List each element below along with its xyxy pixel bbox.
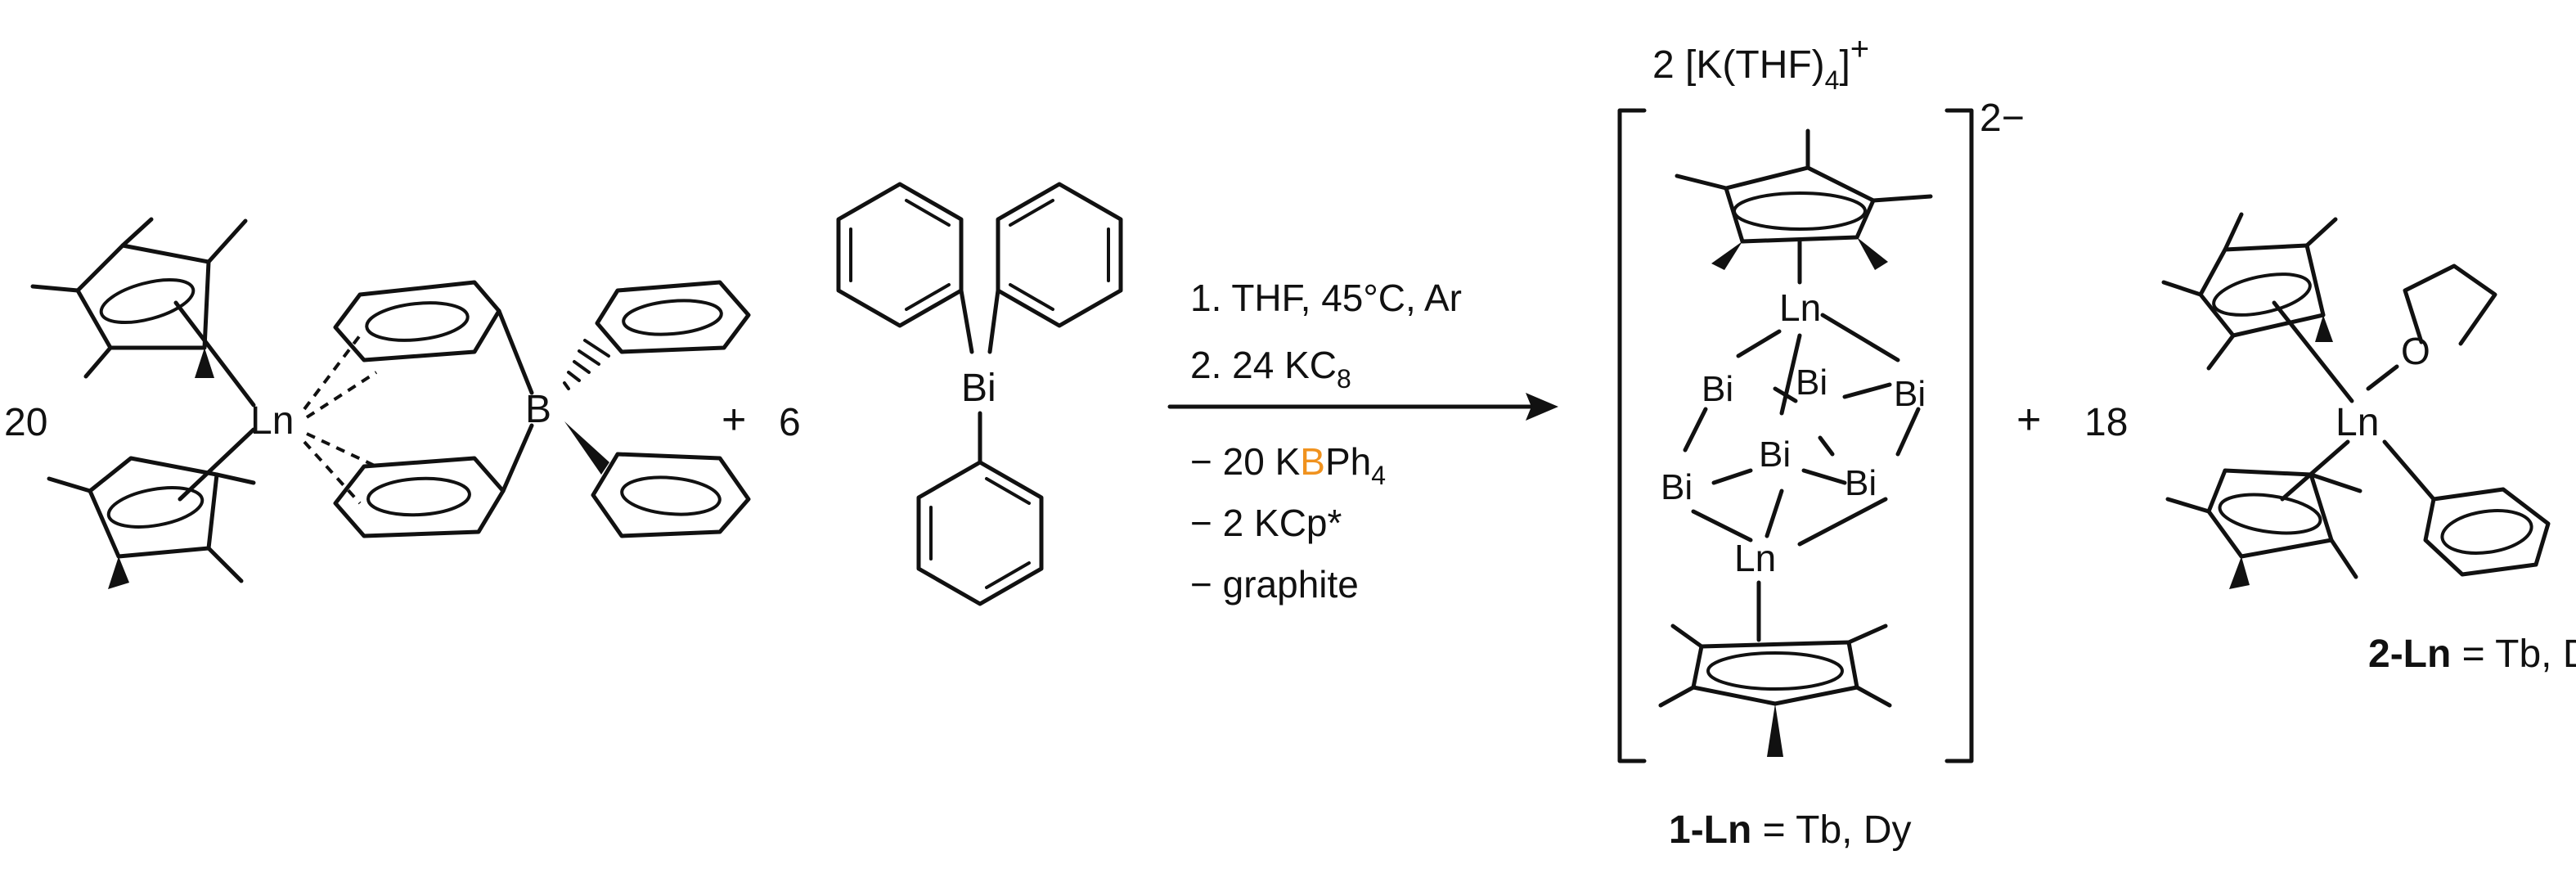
bracket-right <box>1944 108 1974 763</box>
phenyl-ring <box>591 452 751 538</box>
boron-atom: B <box>525 388 551 431</box>
counterion-label: 2 [K(THF)4]+ <box>1652 31 1869 95</box>
anion-charge: 2− <box>1980 97 2025 140</box>
reactant-cp2ln-bph4: 20 Ln <box>4 217 751 589</box>
ln-atom: Ln <box>2335 401 2379 444</box>
bi6-cluster-bonds <box>1683 313 1921 547</box>
phenyl-ring <box>333 280 534 395</box>
bismuth-atom: Bi <box>1702 369 1733 409</box>
phenyl-ring <box>996 182 1123 328</box>
phenyl-ring <box>595 280 751 354</box>
phenyl-ring <box>916 460 1044 606</box>
bismuth-atom: Bi <box>1894 374 1926 414</box>
product1-label: 1-Ln = Tb, Dy <box>1669 808 1912 852</box>
thf-ring: O <box>2366 263 2497 391</box>
hashed-bond <box>563 339 610 390</box>
bismuth-atom: Bi <box>961 367 996 410</box>
plus-sign: + <box>722 396 746 444</box>
condition-step-2: 2. 24 KC8 <box>1190 344 1351 394</box>
product-2-ln: 18 O Ln <box>2084 212 2576 676</box>
byproduct-graphite: − graphite <box>1190 563 1359 606</box>
reaction-arrow <box>1167 393 1558 421</box>
cp-star-ring-top <box>1675 128 1933 285</box>
product2-coefficient: 18 <box>2084 401 2128 444</box>
oxygen-atom: O <box>2401 330 2430 372</box>
cp-star-ring-upper <box>2161 212 2354 403</box>
ln-atom-top: Ln <box>1779 286 1821 329</box>
product-1-ln: 2 [K(THF)4]+ 2− Ln <box>1617 31 2025 852</box>
reactant1-coefficient: 20 <box>4 401 47 444</box>
reactant2-coefficient: 6 <box>779 401 801 444</box>
bismuth-atom: Bi <box>1796 362 1827 403</box>
phenyl-ring <box>2423 487 2551 577</box>
bismuth-atom: Bi <box>1845 463 1877 503</box>
bracket-left <box>1617 108 1647 763</box>
reactant-biph3: 6 Bi <box>779 182 1123 606</box>
phenyl-ring <box>836 182 964 328</box>
cp-star-ring-lower <box>47 427 256 589</box>
cp-star-ring-lower <box>2165 439 2362 589</box>
byproduct-kcp: − 2 KCp* <box>1190 502 1342 544</box>
byproduct-kbph4: − 20 KBPh4 <box>1190 440 1386 490</box>
cp-star-ring-bottom <box>1658 580 1892 757</box>
ln-atom: Ln <box>250 399 294 443</box>
cp-star-ring-upper <box>30 217 256 407</box>
reaction-conditions: 1. THF, 45°C, Ar 2. 24 KC8 − 20 KBPh4 − … <box>1190 277 1462 606</box>
product2-label: 2-Ln = Tb, Dy <box>2368 633 2576 676</box>
plus-sign: + <box>2016 396 2041 444</box>
ln-atom-bottom: Ln <box>1734 537 1776 579</box>
bismuth-atom: Bi <box>1661 467 1693 507</box>
phenyl-ring <box>333 423 534 538</box>
bismuth-atom: Bi <box>1759 434 1791 475</box>
condition-step-1: 1. THF, 45°C, Ar <box>1190 277 1462 319</box>
